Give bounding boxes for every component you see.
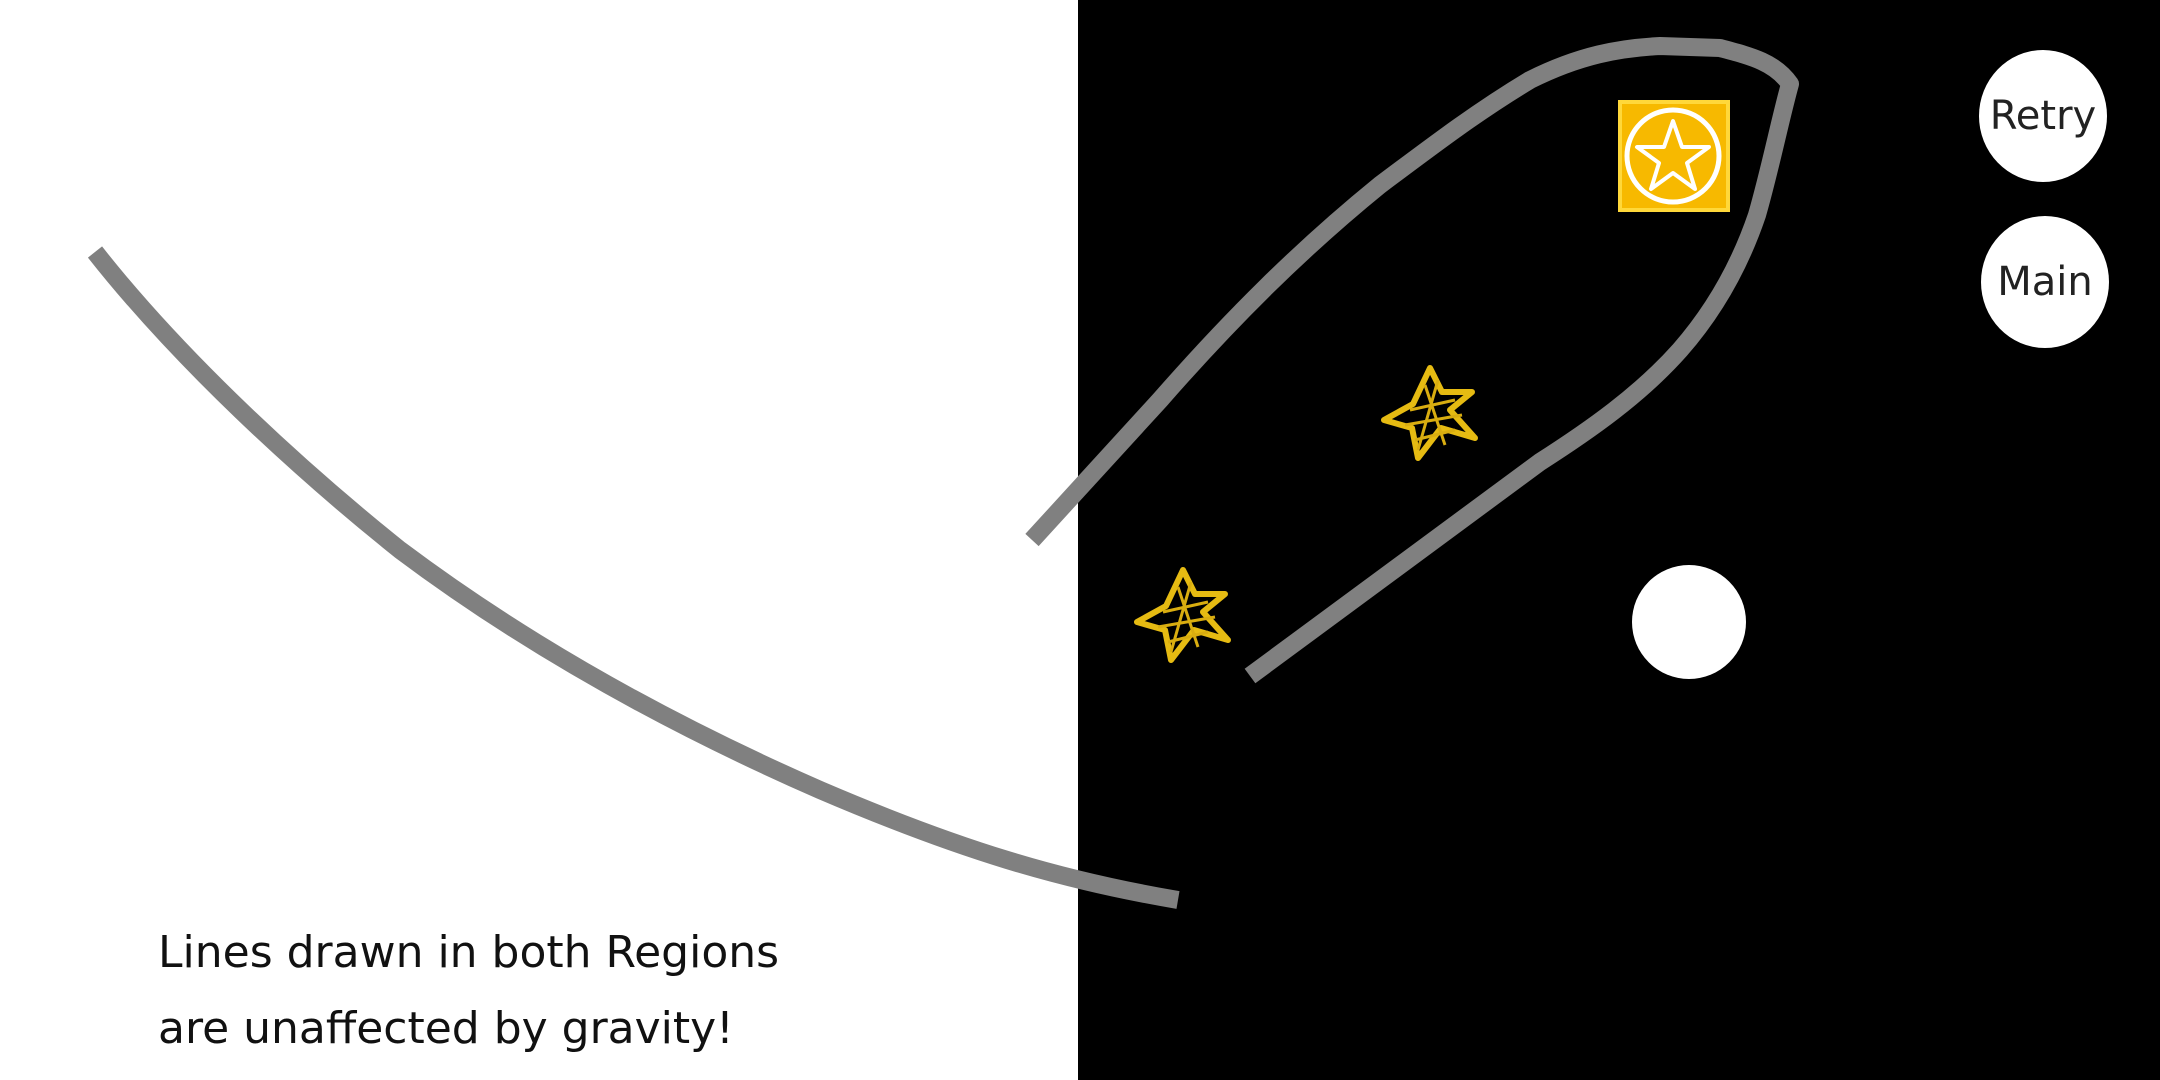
collectible-star	[1381, 365, 1478, 461]
hint-line-2: are unaffected by gravity!	[158, 1003, 734, 1054]
drawn-line-loop	[1025, 37, 1799, 684]
main-button[interactable]: Main	[1981, 216, 2109, 348]
retry-button[interactable]: Retry	[1979, 50, 2107, 182]
star-icon	[1381, 365, 1478, 461]
star-icon	[1134, 567, 1231, 663]
ball	[1632, 565, 1746, 679]
white-region[interactable]	[0, 0, 1078, 1080]
hint-text: Lines drawn in both Regions are unaffect…	[158, 915, 779, 1067]
collectible-star	[1134, 567, 1231, 663]
hint-line-1: Lines drawn in both Regions	[158, 927, 780, 978]
goal-star-box	[1618, 100, 1730, 212]
goal-star-icon	[1635, 119, 1711, 191]
drawn-line-curve	[87, 246, 1180, 909]
